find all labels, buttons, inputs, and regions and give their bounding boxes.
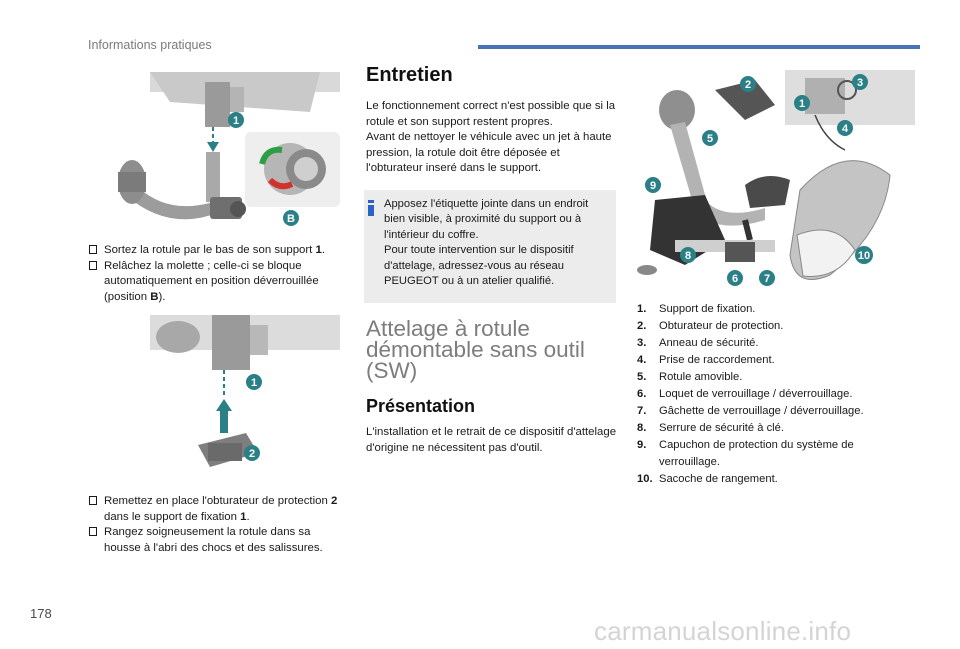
- list-item: 8.Serrure de sécurité à clé.: [637, 422, 784, 434]
- list-item: 1.Support de fixation.: [637, 303, 756, 315]
- svg-text:2: 2: [745, 79, 751, 91]
- callout-9: 9: [645, 177, 661, 193]
- callout-b: B: [283, 210, 299, 226]
- svg-text:4: 4: [842, 123, 849, 135]
- callout-5: 5: [702, 130, 718, 146]
- components-legend: 1.Support de fixation. 2.Obturateur de p…: [637, 301, 907, 488]
- svg-text:6: 6: [732, 273, 738, 285]
- removal-steps: Sortez la rotule par le bas de son suppo…: [89, 243, 349, 305]
- callout-1-top: 1: [228, 112, 244, 128]
- list-item: Rangez soigneusement la rotule dans sa h…: [89, 525, 349, 556]
- section-title: Informations pratiques: [88, 38, 212, 52]
- list-item: 5.Rotule amovible.: [637, 371, 743, 383]
- svg-text:1: 1: [251, 377, 257, 389]
- callout-4: 4: [837, 120, 853, 136]
- watermark: carmanualsonline.info: [594, 616, 852, 646]
- checkbox-icon: [89, 527, 97, 536]
- list-item: 4.Prise de raccordement.: [637, 354, 775, 366]
- header-accent-bar: [478, 45, 920, 49]
- page-number: 178: [30, 606, 52, 621]
- svg-text:1: 1: [233, 115, 239, 127]
- callout-1-right: 1: [794, 95, 810, 111]
- heading-attelage: Attelage à rotule démontable sans outil …: [366, 316, 585, 383]
- list-item: Sortez la rotule par le bas de son suppo…: [89, 243, 349, 259]
- figure-towball-removal: 1 B: [110, 72, 340, 240]
- figure-towbar-components: 1 2 3 4 5 6 7 8: [615, 70, 915, 295]
- info-note-text: Apposez l'étiquette jointe dans un endro…: [384, 198, 589, 288]
- list-item: Relâchez la molette ; celle-ci se bloque…: [89, 259, 349, 306]
- list-item: 3.Anneau de sécurité.: [637, 337, 759, 349]
- callout-6: 6: [727, 270, 743, 286]
- heading-entretien: Entretien: [366, 64, 453, 86]
- svg-text:1: 1: [799, 98, 805, 110]
- list-item: 10.Sacoche de rangement.: [637, 473, 778, 485]
- info-note-box: [364, 190, 616, 303]
- callout-3: 3: [852, 74, 868, 90]
- info-icon: [368, 200, 374, 216]
- heading-presentation: Présentation: [366, 396, 476, 416]
- svg-text:8: 8: [685, 250, 691, 262]
- callout-7: 7: [759, 270, 775, 286]
- list-item: 2.Obturateur de protection.: [637, 320, 784, 332]
- checkbox-icon: [89, 496, 97, 505]
- figure-protection-cap: 1 2: [150, 315, 340, 485]
- svg-text:3: 3: [857, 77, 863, 89]
- callout-2-right: 2: [740, 76, 756, 92]
- callout-1-mid: 1: [246, 374, 262, 390]
- svg-text:5: 5: [707, 133, 713, 145]
- svg-text:2: 2: [249, 448, 255, 460]
- callout-10: 10: [855, 246, 873, 264]
- presentation-text: L'installation et le retrait de ce dispo…: [366, 426, 617, 454]
- callout-2-mid: 2: [244, 445, 260, 461]
- entretien-text: Le fonctionnement correct n'est possible…: [366, 100, 616, 174]
- refit-steps: Remettez en place l'obturateur de protec…: [89, 494, 349, 556]
- list-item: 6.Loquet de verrouillage / déverrouillag…: [637, 388, 853, 400]
- svg-text:9: 9: [650, 180, 656, 192]
- checkbox-icon: [89, 260, 97, 270]
- svg-text:10: 10: [858, 250, 870, 262]
- list-item: 9.Capuchon de protection du système de v…: [637, 439, 854, 468]
- list-item: Remettez en place l'obturateur de protec…: [89, 494, 349, 525]
- svg-text:B: B: [287, 213, 295, 225]
- svg-text:7: 7: [764, 273, 770, 285]
- checkbox-icon: [89, 245, 97, 254]
- list-item: 7.Gâchette de verrouillage / déverrouill…: [637, 405, 864, 417]
- callout-8: 8: [680, 247, 696, 263]
